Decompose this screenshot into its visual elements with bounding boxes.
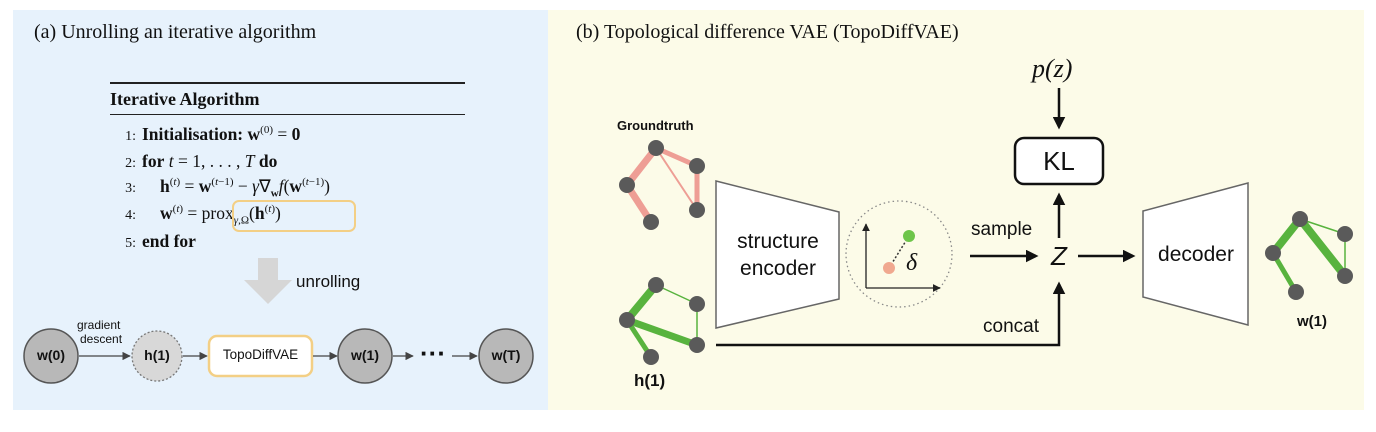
h-node	[643, 349, 659, 365]
gt-node	[619, 177, 635, 193]
algorithm-header-rule	[110, 114, 465, 115]
node-h1-label: h(1)	[144, 347, 170, 363]
unrolling-label: unrolling	[296, 272, 361, 291]
algorithm-line-1: 1:Initialisation: w(0) = 0	[125, 124, 301, 144]
ellipsis: ···	[420, 338, 446, 368]
latent-point-salmon	[883, 262, 895, 274]
h-node	[648, 277, 664, 293]
latent-point-green	[903, 230, 915, 242]
algorithm-line-4: 4:w(t) = proxγ,Ω(h(t))	[125, 203, 281, 227]
algorithm-header: Iterative Algorithm	[110, 89, 260, 109]
encoder-label-1: structure	[737, 230, 819, 253]
prior-label: p(z)	[1032, 54, 1073, 83]
w-edge-thick	[1296, 216, 1349, 279]
algorithm-line-3: 3:h(t) = w(t−1) − γ∇wf(w(t−1))	[125, 176, 330, 200]
gt-edge-thin	[655, 147, 698, 211]
node-h1	[131, 330, 183, 382]
w1-graph-label: w(1)	[1297, 313, 1327, 330]
node-w1	[337, 328, 393, 384]
algorithm-top-rule	[110, 82, 465, 84]
prox-highlight-box	[232, 200, 356, 232]
algorithm-line-2: 2:for t = 1, . . . , T do	[125, 151, 278, 171]
node-w0-label: w(0)	[37, 347, 65, 363]
concat-label: concat	[983, 316, 1039, 337]
w-node	[1265, 245, 1281, 261]
node-wT-label: w(T)	[491, 347, 521, 363]
panel-b-title: (b) Topological difference VAE (TopoDiff…	[576, 21, 959, 43]
w-node	[1288, 284, 1304, 300]
w-node	[1337, 226, 1353, 242]
delta-label: δ	[906, 250, 918, 276]
kl-label: KL	[1043, 146, 1075, 176]
z-label: Z	[1051, 241, 1067, 271]
topodiffvae-box	[207, 334, 314, 378]
node-wT	[478, 328, 534, 384]
h-node	[689, 337, 705, 353]
gt-node	[689, 158, 705, 174]
unrolling-arrow	[244, 258, 292, 304]
decoder-shape	[1142, 182, 1249, 326]
gradient-label: gradient	[77, 318, 121, 332]
latent-space-circle	[845, 200, 953, 308]
h1-graph-label: h(1)	[634, 371, 666, 390]
structure-encoder-shape	[715, 180, 840, 329]
decoder-label: decoder	[1158, 243, 1234, 266]
gt-node	[689, 202, 705, 218]
w-node	[1292, 211, 1308, 227]
h-edge-thick	[625, 316, 699, 349]
encoder-label-2: encoder	[740, 257, 816, 280]
groundtruth-label: Groundtruth	[617, 118, 694, 133]
w-node	[1337, 268, 1353, 284]
sample-label: sample	[971, 219, 1033, 240]
node-w0	[23, 328, 79, 384]
gt-node	[643, 214, 659, 230]
algorithm-line-5: 5:end for	[125, 231, 196, 251]
arrow-concat	[716, 281, 1066, 347]
node-w1-label: w(1)	[351, 347, 379, 363]
h-node	[689, 296, 705, 312]
kl-box	[1013, 136, 1105, 186]
descent-label: descent	[80, 332, 123, 346]
h-node	[619, 312, 635, 328]
panel-a-title: (a) Unrolling an iterative algorithm	[34, 21, 317, 43]
gt-node	[648, 140, 664, 156]
topodiffvae-label: TopoDiffVAE	[222, 347, 299, 362]
